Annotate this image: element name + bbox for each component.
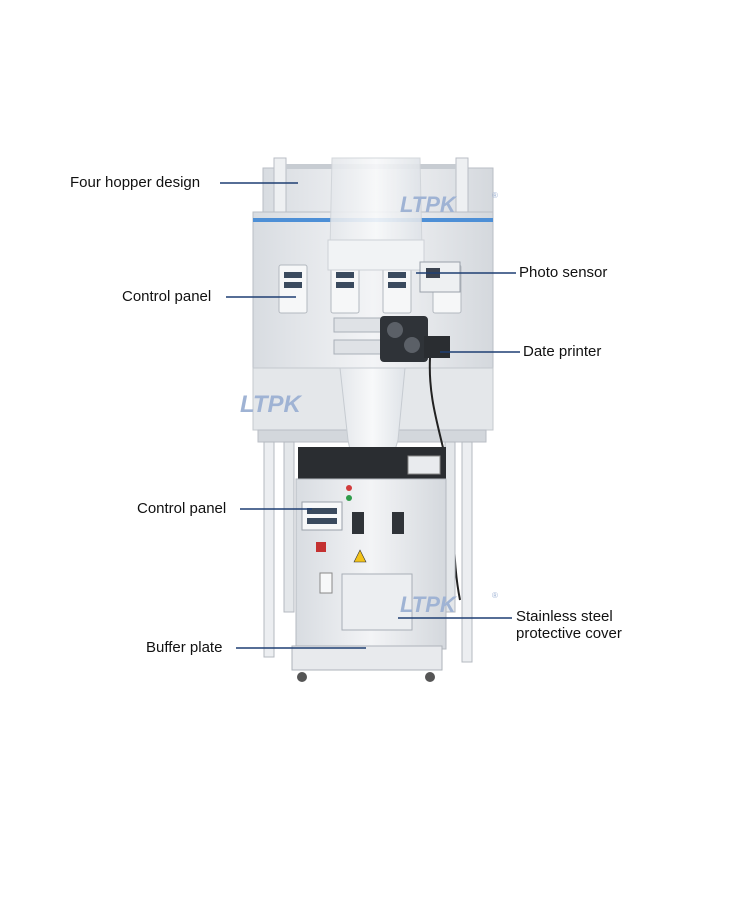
label-four-hopper-design: Four hopper design bbox=[70, 174, 201, 191]
label-date-printer: Date printer bbox=[523, 343, 602, 360]
label-control-panel-top: Control panel bbox=[122, 288, 212, 305]
stainless-cover bbox=[341, 573, 413, 631]
film-web bbox=[327, 157, 425, 271]
label-buffer-plate: Buffer plate bbox=[146, 639, 223, 656]
watermarks: LTPK ® LTPK LTPK ® bbox=[240, 191, 498, 617]
label-control-panel-bottom: Control panel bbox=[137, 500, 227, 517]
label-photo-sensor: Photo sensor bbox=[519, 264, 608, 281]
registered-mark: ® bbox=[492, 591, 498, 600]
registered-mark: ® bbox=[492, 191, 498, 200]
buffer-plate bbox=[291, 645, 443, 682]
label-protective-cover: protective cover bbox=[516, 625, 622, 642]
label-stainless-steel: Stainless steel bbox=[516, 608, 613, 625]
watermark-text: LTPK bbox=[400, 592, 458, 617]
photo-sensor bbox=[419, 261, 461, 293]
lower-control-panel bbox=[301, 501, 343, 531]
leader-lines bbox=[220, 182, 520, 649]
watermark-text: LTPK bbox=[240, 391, 303, 418]
watermark-text: LTPK bbox=[400, 192, 458, 217]
